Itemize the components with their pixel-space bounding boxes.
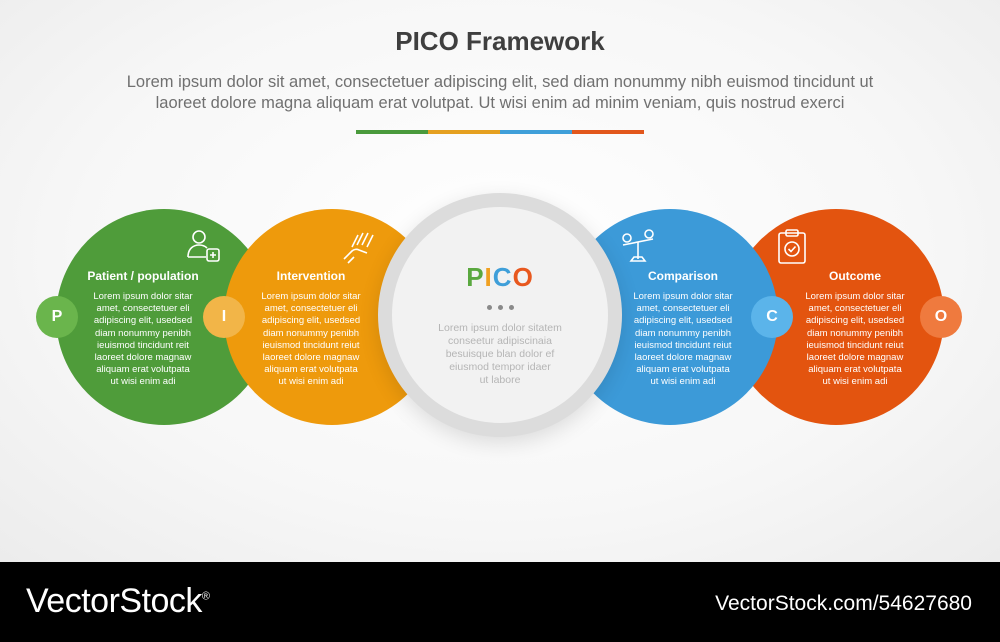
clipboard-check-icon — [772, 227, 812, 267]
center-description: Lorem ipsum dolor sitatem conseetur adip… — [438, 322, 562, 386]
badge-o: O — [920, 296, 962, 338]
divider-segment-orange — [428, 130, 500, 134]
balance-scale-icon — [618, 227, 658, 267]
footer-bar: VectorStock® VectorStock.com/54627680 — [0, 562, 1000, 642]
item-label-outcome: Outcome — [828, 269, 881, 283]
center-dots — [392, 297, 608, 315]
item-desc-comparison: Lorem ipsum dolor sitar amet, consectetu… — [633, 291, 733, 388]
center-letter-i: I — [484, 262, 493, 292]
color-divider — [356, 130, 644, 134]
item-label-patient: Patient / population — [87, 269, 199, 283]
center-letter-o: O — [512, 262, 534, 292]
divider-segment-blue — [500, 130, 572, 134]
center-circle — [392, 207, 608, 423]
hand-pills-icon — [340, 227, 380, 267]
item-desc-intervention: Lorem ipsum dolor sitar amet, consectetu… — [261, 291, 361, 388]
badge-i: I — [203, 296, 245, 338]
page-title: PICO Framework — [395, 26, 605, 56]
badge-p: P — [36, 296, 78, 338]
item-label-comparison: Comparison — [647, 269, 718, 283]
item-desc-outcome: Lorem ipsum dolor sitar amet, consectetu… — [805, 291, 905, 388]
brand-logo: VectorStock® — [26, 582, 210, 620]
center-letter-p: P — [466, 262, 485, 292]
patient-add-icon — [184, 227, 224, 267]
divider-segment-red — [572, 130, 644, 134]
item-desc-patient: Lorem ipsum dolor sitar amet, consectetu… — [93, 291, 193, 388]
divider-segment-green — [356, 130, 428, 134]
subtitle-line-2: laoreet dolore magna aliquam erat volutp… — [155, 94, 845, 112]
subtitle-line-1: Lorem ipsum dolor sit amet, consectetuer… — [126, 73, 874, 91]
center-letter-c: C — [492, 262, 513, 292]
infographic-canvas: PICO Framework Lorem ipsum dolor sit ame… — [0, 0, 1000, 562]
item-label-intervention: Intervention — [276, 269, 346, 283]
center-title: PICO — [392, 262, 608, 293]
page-subtitle: Lorem ipsum dolor sit amet, consectetuer… — [60, 72, 940, 114]
badge-c: C — [751, 296, 793, 338]
stock-id: VectorStock.com/54627680 — [715, 592, 972, 615]
